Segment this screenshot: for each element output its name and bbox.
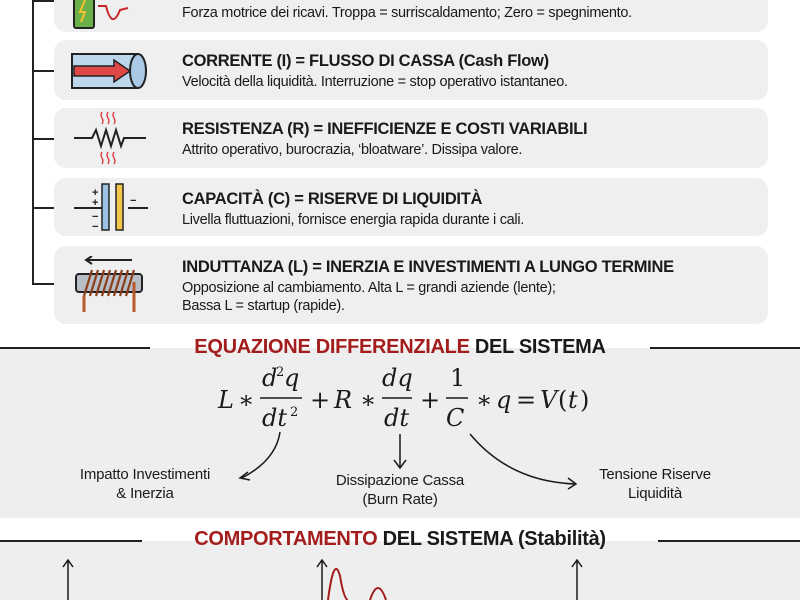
divider [0, 347, 150, 349]
svg-text:∗: ∗ [238, 386, 254, 414]
svg-text:): ) [580, 386, 589, 414]
tree-branch [32, 283, 54, 285]
annotation-reserves: Tensione Riserve Liquidità [599, 466, 711, 502]
oscillation-curve [327, 568, 387, 600]
annotation-investments: Impatto Investimenti & Inerzia [79, 466, 211, 502]
component-card-capacitance: + + − − − CAPACITÀ (C) = RISERVE DI LIQU… [54, 178, 768, 236]
component-title: CAPACITÀ (C) = RISERVE DI LIQUIDITÀ [182, 190, 483, 208]
svg-text:+: + [310, 386, 330, 414]
plot-axis [571, 558, 583, 600]
svg-text:2: 2 [290, 405, 298, 420]
equation-section-title: EQUAZIONE DIFFERENZIALE DEL SISTEMA [194, 336, 606, 358]
component-title: INDUTTANZA (L) = INERZIA E INVESTIMENTI … [182, 258, 674, 276]
component-desc: Velocità della liquidità. Interruzione =… [182, 74, 568, 90]
svg-text:dt: dt [262, 404, 287, 432]
svg-text:C: C [446, 404, 464, 432]
svg-text:−: − [92, 211, 98, 223]
svg-text:R: R [333, 386, 352, 414]
capacitor-icon: + + − − − [74, 183, 148, 233]
behavior-section-title: COMPORTAMENTO DEL SISTEMA (Stabilità) [194, 528, 606, 550]
divider [658, 540, 800, 542]
component-desc: Attrito operativo, burocrazia, ‘bloatwar… [182, 142, 523, 158]
svg-text:−: − [130, 195, 136, 207]
battery-wave-icon [73, 0, 129, 29]
svg-text:dq: dq [382, 364, 413, 392]
svg-text:+: + [92, 187, 98, 199]
component-card-inductance: INDUTTANZA (L) = INERZIA E INVESTIMENTI … [54, 246, 768, 324]
plot-axis [316, 558, 328, 600]
tree-branch [32, 138, 54, 140]
arrow-curve [241, 431, 281, 479]
tree-branch [32, 70, 54, 72]
svg-text:+: + [420, 386, 440, 414]
stability-plots [62, 558, 583, 600]
svg-text:t: t [568, 386, 578, 414]
plot-axis [62, 558, 74, 600]
tree-connector [32, 0, 34, 284]
svg-text:1: 1 [450, 364, 465, 392]
component-desc: Opposizione al cambiamento. Alta L = gra… [182, 280, 556, 296]
svg-text:d: d [262, 364, 277, 392]
svg-text:q: q [496, 386, 511, 414]
inductor-icon [75, 256, 143, 312]
resistor-icon [74, 111, 146, 165]
svg-text:+: + [92, 197, 98, 209]
svg-text:−: − [92, 221, 98, 233]
svg-text:∗: ∗ [476, 386, 492, 414]
svg-text:∗: ∗ [360, 386, 376, 414]
annotation-burn-rate: Dissipazione Cassa (Burn Rate) [335, 472, 465, 508]
svg-text:L: L [217, 386, 234, 414]
equation-section [0, 348, 800, 518]
svg-text:dt: dt [384, 404, 409, 432]
tree-branch [32, 0, 54, 2]
svg-text:(: ( [558, 386, 567, 414]
svg-text:V: V [540, 386, 560, 414]
behavior-section [0, 541, 800, 600]
component-desc-2: Bassa L = startup (rapide). [182, 298, 345, 314]
component-card-resistance: RESISTENZA (R) = INEFFICIENZE E COSTI VA… [54, 108, 768, 168]
pipe-arrow-icon [71, 53, 147, 89]
svg-text:=: = [516, 386, 536, 414]
component-desc: Forza motrice dei ricavi. Troppa = surri… [182, 5, 632, 21]
divider [650, 347, 800, 349]
component-title: CORRENTE (I) = FLUSSO DI CASSA (Cash Flo… [182, 52, 549, 70]
tree-branch [32, 207, 54, 209]
svg-text:2: 2 [276, 365, 284, 380]
svg-text:q: q [284, 364, 299, 392]
component-card-voltage: Forza motrice dei ricavi. Troppa = surri… [54, 0, 768, 32]
component-title: RESISTENZA (R) = INEFFICIENZE E COSTI VA… [182, 120, 588, 138]
component-desc: Livella fluttuazioni, fornisce energia r… [182, 212, 524, 228]
divider [0, 540, 142, 542]
component-card-current: CORRENTE (I) = FLUSSO DI CASSA (Cash Flo… [54, 40, 768, 100]
